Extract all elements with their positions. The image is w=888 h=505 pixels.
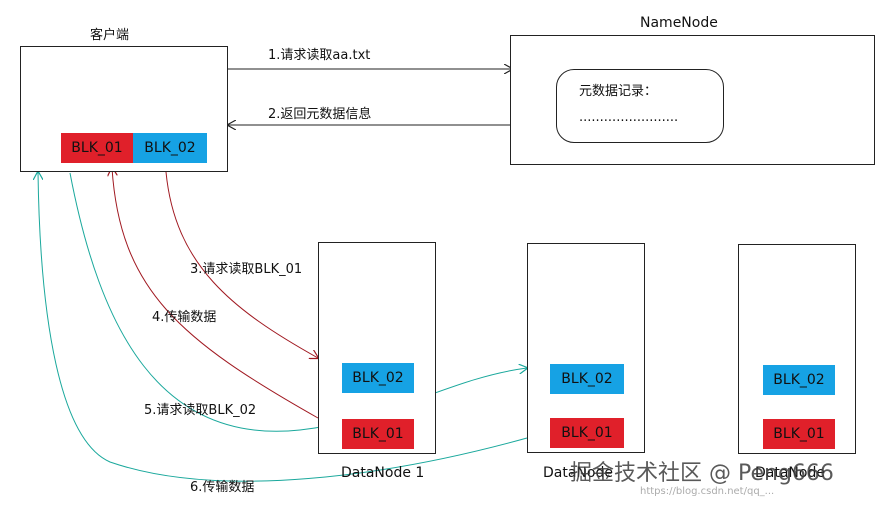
metadata-record-panel: 元数据记录： ........................ — [556, 69, 724, 143]
arrow-transfer-blk02 — [38, 172, 528, 482]
step-6-label: 6.传输数据 — [190, 480, 255, 495]
watermark-text: 掘金技术社区 @ Peng666 — [570, 461, 834, 486]
step-2-label: 2.返回元数据信息 — [268, 107, 372, 122]
metadata-record-dots: ........................ — [579, 110, 679, 125]
datanode-3-blk01: BLK_01 — [763, 419, 835, 449]
datanode-3-box: BLK_02 BLK_01 — [738, 244, 856, 454]
datanode-1-box: BLK_02 BLK_01 — [318, 242, 436, 454]
datanode-3-label: DataNode — [755, 465, 825, 481]
metadata-record-title: 元数据记录： — [579, 84, 658, 99]
namenode-box: 元数据记录： ........................ — [510, 35, 875, 165]
arrow-request-blk02 — [69, 172, 527, 432]
step-3-label: 3.请求读取BLK_01 — [190, 262, 303, 277]
datanode-3-blk02: BLK_02 — [763, 365, 835, 395]
client-box: BLK_01 BLK_02 — [20, 46, 228, 172]
datanode-2-label: DataNode — [543, 465, 613, 481]
datanode-2-blk02: BLK_02 — [550, 364, 624, 394]
namenode-title: NameNode — [640, 15, 718, 31]
client-title: 客户端 — [90, 28, 130, 43]
arrow-request-blk01 — [165, 171, 318, 358]
client-blk02: BLK_02 — [133, 133, 207, 163]
watermark-url: https://blog.csdn.net/qq_... — [640, 486, 775, 497]
datanode-1-blk01: BLK_01 — [342, 419, 414, 449]
step-1-label: 1.请求读取aa.txt — [268, 48, 371, 63]
datanode-1-blk02: BLK_02 — [342, 363, 414, 393]
arrow-transfer-blk01 — [112, 168, 319, 419]
datanode-2-box: BLK_02 BLK_01 — [527, 243, 645, 453]
client-blk01: BLK_01 — [61, 133, 133, 163]
datanode-1-label: DataNode 1 — [341, 465, 425, 481]
datanode-2-blk01: BLK_01 — [550, 418, 624, 448]
step-5-label: 5.请求读取BLK_02 — [144, 403, 257, 418]
step-4-label: 4.传输数据 — [152, 310, 217, 325]
